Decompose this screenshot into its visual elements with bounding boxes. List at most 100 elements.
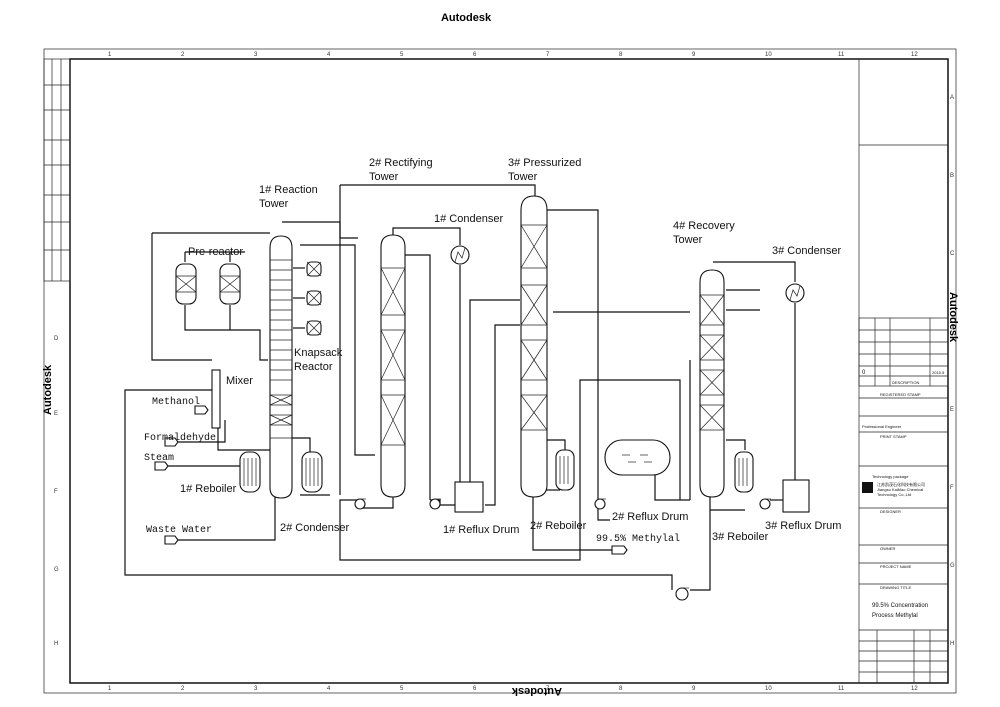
svg-text:A: A bbox=[950, 95, 954, 101]
svg-text:7: 7 bbox=[546, 52, 550, 58]
svg-text:DESIGNER: DESIGNER bbox=[880, 509, 901, 514]
label-rectifying-2: Tower bbox=[369, 171, 399, 183]
knapsack-reactor-3 bbox=[306, 320, 322, 336]
feed-nozzles bbox=[154, 405, 628, 555]
label-recovery-1: 4# Recovery bbox=[673, 220, 735, 232]
svg-text:H: H bbox=[54, 641, 58, 647]
svg-text:9: 9 bbox=[692, 686, 696, 692]
reboiler-1 bbox=[239, 451, 261, 493]
knapsack-reactor-1 bbox=[306, 261, 322, 277]
label-pre-reactor: Pre-reactor bbox=[188, 246, 243, 258]
svg-text:10: 10 bbox=[765, 52, 772, 58]
equipment-labels: 1# Reaction Tower Pre-reactor Knapsack R… bbox=[144, 157, 841, 545]
svg-text:2: 2 bbox=[181, 52, 185, 58]
svg-text:Jiangsu KaiMao Chemical: Jiangsu KaiMao Chemical bbox=[877, 487, 923, 492]
svg-text:2015.5: 2015.5 bbox=[932, 370, 945, 375]
svg-text:PRINT STAMP: PRINT STAMP bbox=[880, 434, 907, 439]
label-knapsack-2: Reactor bbox=[294, 361, 333, 373]
title-block: 0 2015.5 DESCRIPTION REGISTERED STAMP Pr… bbox=[858, 59, 949, 683]
label-condenser-2: 2# Condenser bbox=[280, 522, 349, 534]
svg-text:江苏凯茂石化科技有限公司: 江苏凯茂石化科技有限公司 bbox=[877, 481, 925, 487]
svg-text:2: 2 bbox=[181, 686, 185, 692]
rectifying-tower bbox=[380, 234, 406, 498]
svg-text:Technology package: Technology package bbox=[872, 474, 909, 479]
company-logo bbox=[862, 482, 873, 493]
svg-text:1: 1 bbox=[108, 52, 112, 58]
label-knapsack-1: Knapsack bbox=[294, 347, 343, 359]
label-mixer: Mixer bbox=[226, 375, 253, 387]
svg-text:3: 3 bbox=[254, 686, 258, 692]
svg-text:7: 7 bbox=[546, 686, 550, 692]
pump-3 bbox=[594, 498, 606, 510]
reflux-drum-1 bbox=[454, 481, 484, 513]
mixer bbox=[211, 369, 221, 429]
svg-text:E: E bbox=[950, 407, 954, 413]
svg-text:8: 8 bbox=[619, 52, 623, 58]
knapsack-reactor-2 bbox=[306, 290, 322, 306]
column-markers-top: 1 2 3 4 5 6 7 8 9 10 11 12 bbox=[108, 52, 918, 58]
column-markers-bottom: 1 2 3 4 5 6 7 8 9 10 11 12 bbox=[108, 686, 918, 692]
label-reflux-drum-1: 1# Reflux Drum bbox=[443, 524, 519, 536]
label-condenser-3: 3# Condenser bbox=[772, 245, 841, 257]
label-reaction-tower-1: 1# Reaction bbox=[259, 184, 318, 196]
watermark-left: Autodesk bbox=[42, 364, 54, 415]
label-methanol: Methanol bbox=[152, 396, 200, 408]
svg-text:Technology Co.,Ltd: Technology Co.,Ltd bbox=[877, 492, 911, 497]
svg-text:12: 12 bbox=[911, 686, 918, 692]
svg-text:5: 5 bbox=[400, 52, 404, 58]
svg-text:1: 1 bbox=[108, 686, 112, 692]
svg-text:6: 6 bbox=[473, 686, 477, 692]
label-waste-water: Waste Water bbox=[146, 525, 212, 536]
inner-frame bbox=[69, 58, 949, 684]
condenser-2 bbox=[301, 451, 323, 493]
pre-reactor-b bbox=[219, 263, 241, 305]
svg-text:G: G bbox=[54, 567, 59, 573]
svg-text:PROJECT NAME: PROJECT NAME bbox=[880, 564, 912, 569]
label-pressurized-2: Tower bbox=[508, 171, 538, 183]
svg-text:9: 9 bbox=[692, 52, 696, 58]
label-rectifying-1: 2# Rectifying bbox=[369, 157, 433, 169]
condenser-1 bbox=[450, 245, 470, 265]
svg-text:8: 8 bbox=[619, 686, 623, 692]
reboiler-2 bbox=[555, 449, 575, 491]
svg-text:11: 11 bbox=[838, 686, 845, 692]
watermark-bottom: Autodesk bbox=[511, 685, 562, 697]
svg-text:DESCRIPTION: DESCRIPTION bbox=[892, 380, 919, 385]
label-steam: Steam bbox=[144, 453, 174, 464]
svg-text:REGISTERED STAMP: REGISTERED STAMP bbox=[880, 392, 921, 397]
svg-text:OWNER: OWNER bbox=[880, 546, 895, 551]
svg-text:D: D bbox=[54, 336, 59, 342]
label-formaldehyde: Formaldehyde bbox=[144, 432, 216, 444]
label-recovery-2: Tower bbox=[673, 234, 703, 246]
svg-text:E: E bbox=[54, 411, 58, 417]
svg-text:Process Methylal: Process Methylal bbox=[872, 613, 918, 619]
pump-2 bbox=[429, 498, 441, 510]
svg-text:B: B bbox=[950, 173, 954, 179]
svg-text:5: 5 bbox=[400, 686, 404, 692]
svg-text:12: 12 bbox=[911, 52, 918, 58]
pump-4 bbox=[759, 498, 771, 510]
label-condenser-1: 1# Condenser bbox=[434, 213, 503, 225]
svg-text:4: 4 bbox=[327, 52, 331, 58]
label-reaction-tower-2: Tower bbox=[259, 198, 289, 210]
revision-strip bbox=[43, 58, 71, 282]
process-lines bbox=[124, 184, 796, 591]
svg-text:F: F bbox=[54, 489, 58, 495]
svg-text:DRAWING TITLE: DRAWING TITLE bbox=[880, 585, 911, 590]
label-reboiler-2: 2# Reboiler bbox=[530, 520, 587, 532]
watermark-right: Autodesk bbox=[947, 292, 959, 343]
outer-frame bbox=[43, 48, 957, 694]
svg-text:Professional Engineer: Professional Engineer bbox=[862, 424, 902, 429]
svg-text:3: 3 bbox=[254, 52, 258, 58]
svg-text:99.5% Concentration: 99.5% Concentration bbox=[872, 603, 928, 609]
reboiler-3 bbox=[734, 451, 754, 493]
reflux-drum-3 bbox=[782, 479, 810, 513]
pump-1 bbox=[354, 498, 366, 510]
row-markers-right: A B C E F G H bbox=[950, 95, 955, 647]
svg-text:0: 0 bbox=[862, 370, 866, 376]
label-product: 99.5% Methylal bbox=[596, 533, 680, 545]
pressurized-tower bbox=[520, 195, 548, 498]
svg-text:4: 4 bbox=[327, 686, 331, 692]
reaction-tower bbox=[269, 235, 293, 499]
